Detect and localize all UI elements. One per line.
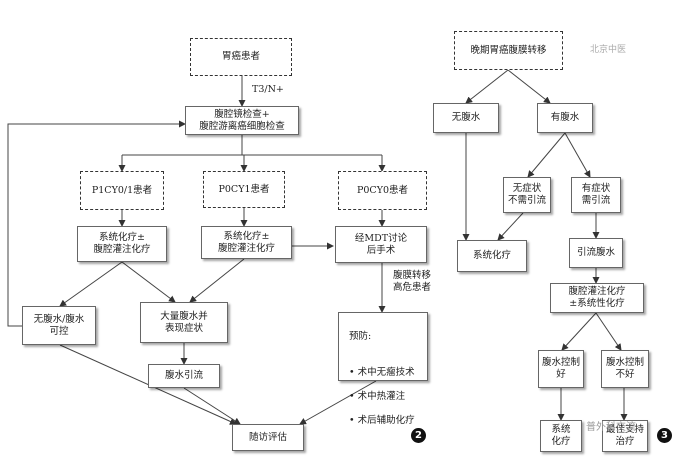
watermark-bottom: 普外科交流 bbox=[586, 422, 636, 433]
node-followup: 随访评估 bbox=[232, 424, 304, 451]
node-asymptomatic: 无症状 不需引流 bbox=[503, 177, 551, 213]
node-no-ascites-3: 无腹水 bbox=[433, 103, 499, 133]
node-p1cy01: P1CY0/1患者 bbox=[80, 171, 164, 210]
node-prevention: 预防: • 术中无瘤技术 • 术中热灌注 • 术后辅助化疗 bbox=[338, 312, 428, 426]
node-has-ascites: 有腹水 bbox=[537, 103, 593, 133]
watermark-top: 北京中医 bbox=[590, 45, 627, 55]
node-massive-ascites: 大量腹水并 表现症状 bbox=[140, 302, 228, 343]
node-ascites-controlled: 腹水控制 好 bbox=[538, 350, 584, 388]
node-ip-chemo: 腹腔灌注化疗 ±系统性化疗 bbox=[550, 283, 644, 313]
node-sys-chemo-final: 系统 化疗 bbox=[540, 420, 582, 452]
node-ascites-uncontrolled: 腹水控制 不好 bbox=[601, 350, 649, 388]
node-ascites-drainage: 腹水引流 bbox=[148, 364, 220, 388]
edge-label-t3n: T3/N+ bbox=[252, 84, 284, 95]
node-mdt-surgery: 经MDT讨论 后手术 bbox=[335, 226, 427, 263]
figure-number-3: 3 bbox=[657, 428, 672, 443]
node-supportive-care: 最佳支持 治疗 bbox=[602, 420, 648, 452]
prevention-item: • 术中热灌注 bbox=[349, 391, 406, 402]
node-sys-chemo-3: 系统化疗 bbox=[457, 240, 527, 272]
node-no-ascites: 无腹水/腹水 可控 bbox=[22, 306, 96, 345]
prevention-list: • 术中无瘤技术 • 术中热灌注 • 术后辅助化疗 bbox=[349, 355, 415, 439]
node-advanced-gc-peritoneal: 晚期胃癌腹膜转移 bbox=[454, 31, 563, 70]
node-symptomatic: 有症状 需引流 bbox=[571, 177, 621, 213]
prevention-title: 预防: bbox=[349, 331, 372, 342]
node-drain-ascites: 引流腹水 bbox=[569, 238, 623, 268]
figure-number-2: 2 bbox=[411, 428, 426, 443]
node-chemo-1: 系统化疗± 腹腔灌注化疗 bbox=[77, 226, 167, 262]
node-laparoscopy: 腹腔镜检查+ 腹腔游离癌细胞检查 bbox=[185, 106, 299, 135]
prevention-item: • 术后辅助化疗 bbox=[349, 415, 415, 426]
node-chemo-2: 系统化疗± 腹腔灌注化疗 bbox=[201, 226, 292, 259]
node-p0cy0: P0CY0患者 bbox=[338, 171, 427, 210]
prevention-item: • 术中无瘤技术 bbox=[349, 367, 415, 378]
node-gastric-cancer-patient: 胃癌患者 bbox=[190, 38, 292, 76]
node-p0cy1: P0CY1患者 bbox=[203, 171, 285, 208]
label-high-risk: 腹膜转移 高危患者 bbox=[393, 270, 432, 293]
